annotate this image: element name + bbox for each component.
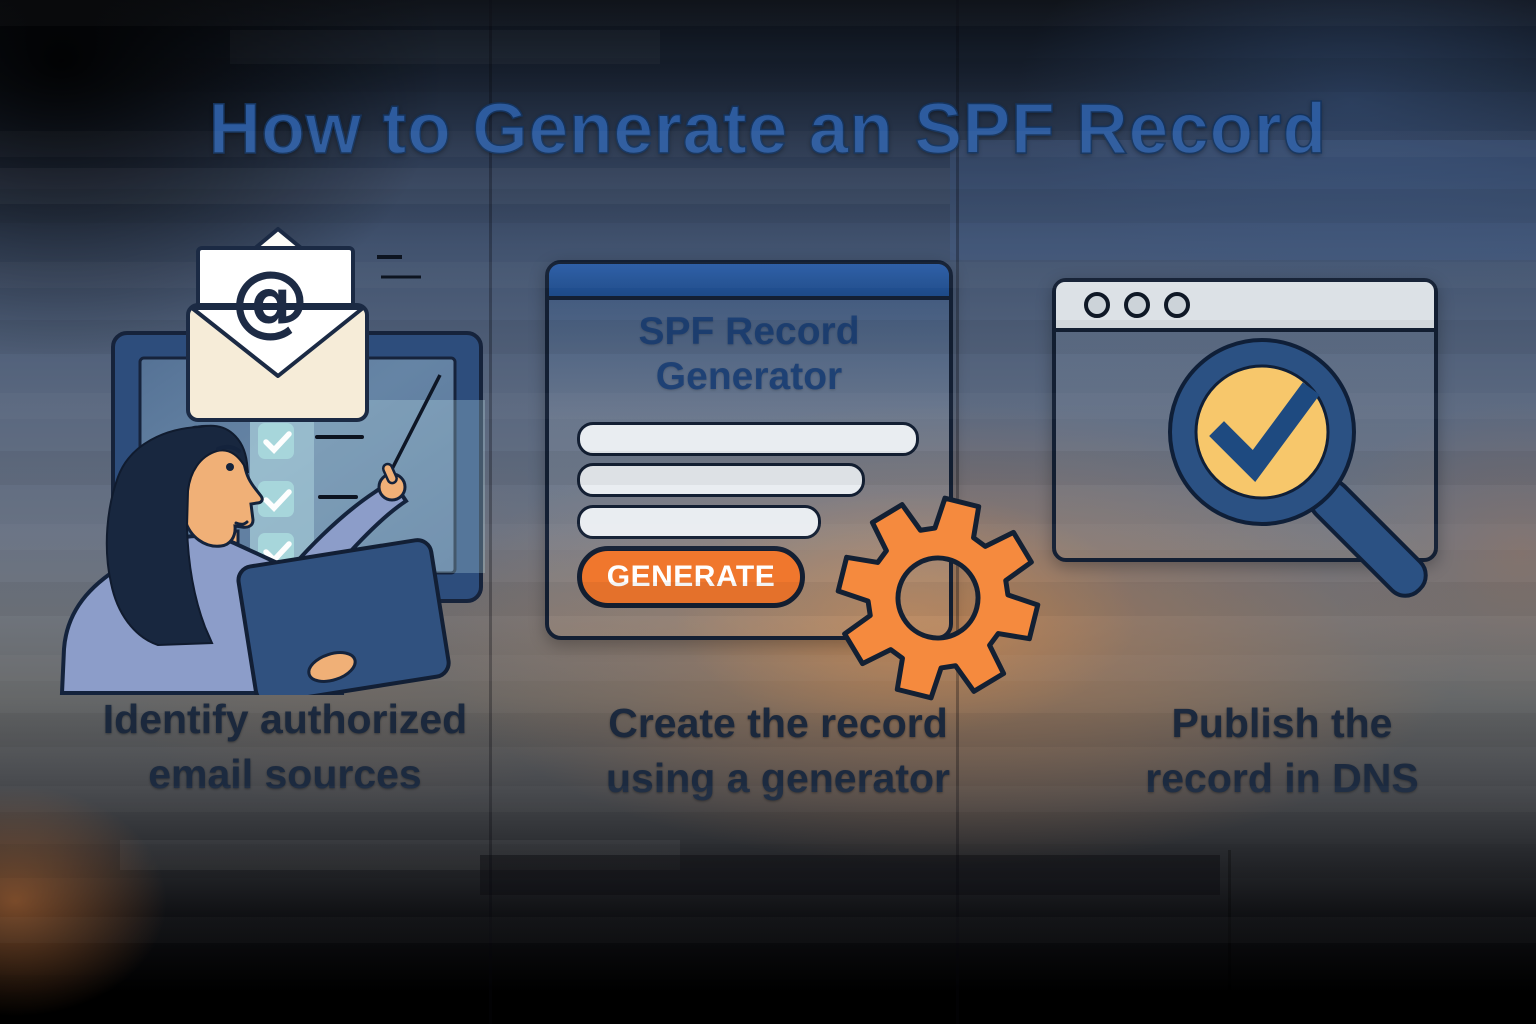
browser-titlebar bbox=[1056, 282, 1434, 332]
gear-icon bbox=[835, 495, 1041, 701]
background-dashes bbox=[377, 255, 421, 279]
window-dot-icon bbox=[1084, 292, 1110, 318]
window-dot-icon bbox=[1124, 292, 1150, 318]
generator-window-title: SPF Record Generator bbox=[638, 310, 860, 398]
generate-button[interactable]: GENERATE bbox=[577, 546, 805, 608]
background-band bbox=[230, 30, 660, 64]
input-field[interactable] bbox=[577, 422, 919, 456]
background-band bbox=[0, 168, 950, 204]
generator-window: SPF Record Generator GENERATE bbox=[545, 260, 953, 640]
step1-caption: Identify authorized email sources bbox=[102, 696, 468, 797]
window-dot-icon bbox=[1164, 292, 1190, 318]
panel-seam bbox=[1228, 850, 1231, 1024]
magnifier-check-icon bbox=[1168, 338, 1428, 598]
envelope-at-icon: @ bbox=[186, 227, 369, 422]
checkmark-icon bbox=[1209, 382, 1320, 483]
input-field[interactable] bbox=[577, 505, 821, 539]
page-title: How to Generate an SPF Record bbox=[208, 90, 1327, 169]
presenter-woman-illustration bbox=[59, 424, 451, 695]
browser-window bbox=[1052, 278, 1438, 562]
background-band bbox=[480, 855, 1220, 895]
background-band bbox=[120, 840, 680, 870]
pointer-stick bbox=[388, 374, 442, 474]
at-symbol: @ bbox=[231, 256, 309, 346]
step3-caption: Publish the record in DNS bbox=[1145, 700, 1419, 801]
step2-caption: Create the record using a generator bbox=[605, 700, 950, 801]
laptop-icon bbox=[236, 538, 451, 695]
input-field[interactable] bbox=[577, 463, 865, 497]
generator-window-titlebar bbox=[549, 264, 949, 300]
step1-illustration: @ bbox=[59, 227, 485, 695]
